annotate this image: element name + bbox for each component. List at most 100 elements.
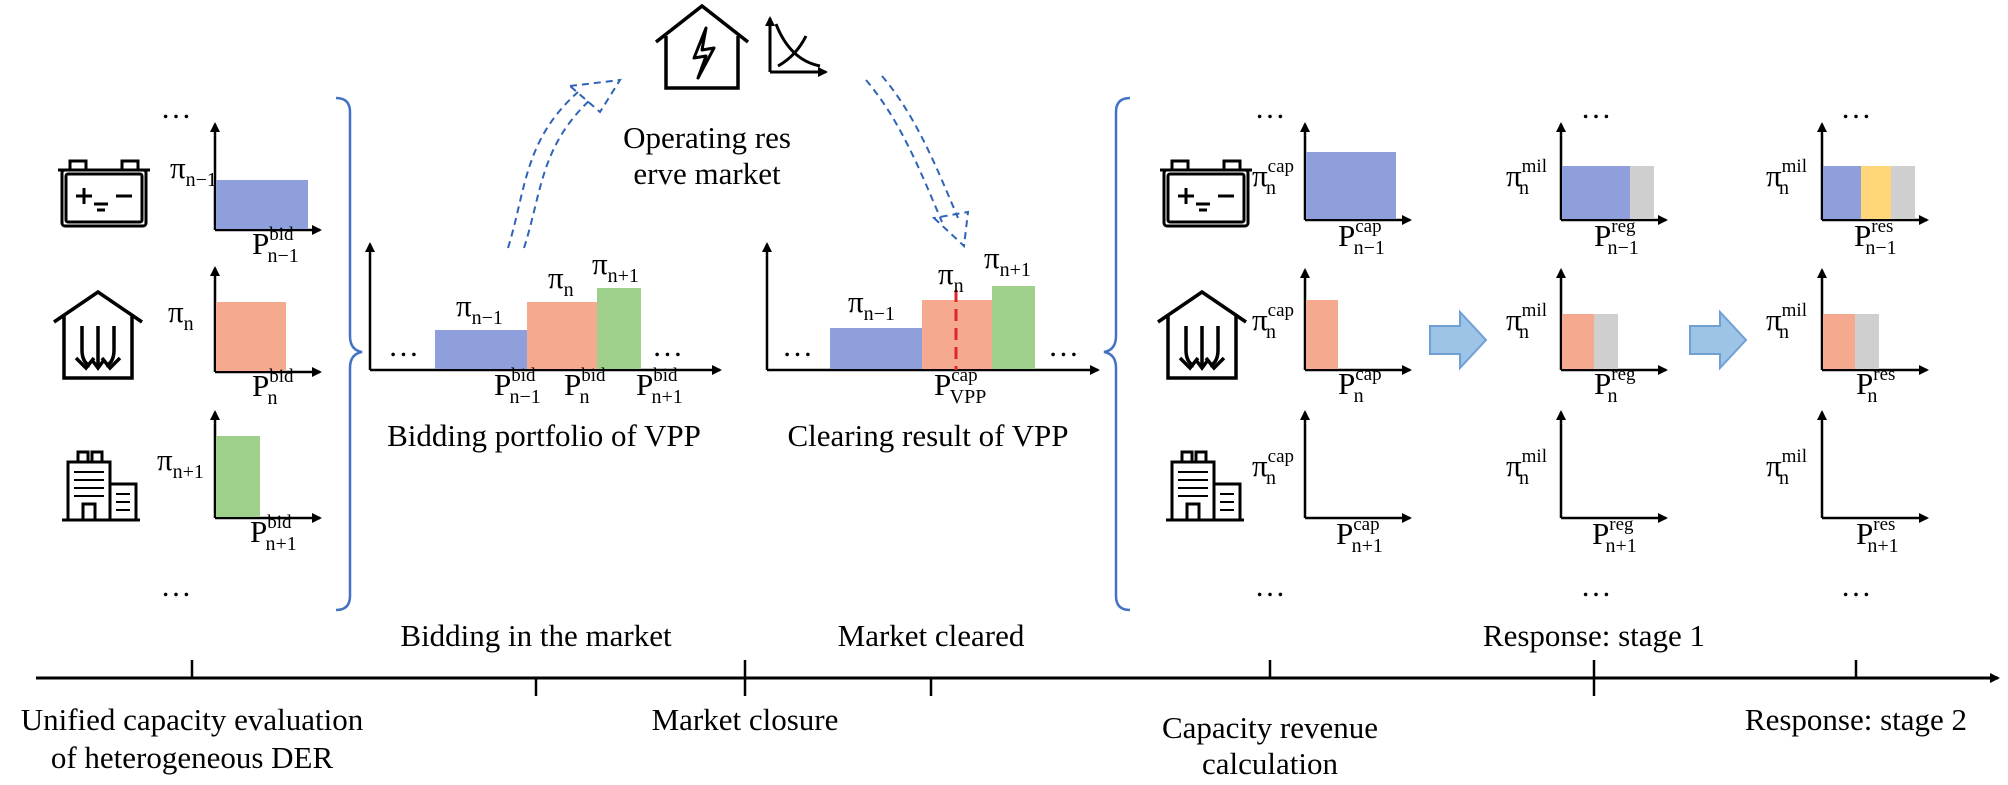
heat-pump-house-icon (53, 289, 143, 380)
clearing-return-arrow (865, 75, 970, 249)
res-bar-n-remaining (1855, 314, 1879, 369)
price-label-np1: πn+1 (157, 442, 204, 483)
label-cleared: Market cleared (838, 618, 1025, 653)
reg-bar-n-remaining (1594, 314, 1618, 369)
market-title-line2: erve market (633, 156, 781, 191)
label-unified-2: of heterogeneous DER (51, 740, 334, 775)
stage-arrow-2 (1689, 309, 1748, 371)
ellipsis-top: … (1581, 90, 1612, 125)
reg-bar-n (1562, 314, 1594, 369)
cleared-price-np1: πn+1 (984, 240, 1031, 281)
portfolio-price-nm1: πn−1 (456, 288, 503, 329)
price-label-nm1: πn−1 (170, 150, 217, 191)
portfolio-bar-nm1 (435, 330, 527, 369)
ellipsis-left: … (388, 328, 419, 363)
bid-bar-np1 (216, 436, 260, 517)
bidding-portfolio-title: Bidding portfolio of VPP (387, 418, 701, 453)
portfolio-bar-n (527, 302, 597, 369)
ellipsis-bottom: … (1581, 568, 1612, 603)
portfolio-bar-np1 (597, 288, 641, 369)
res-bar-n (1823, 314, 1855, 369)
ellipsis-top: … (161, 90, 192, 125)
ellipsis-right: … (652, 328, 683, 363)
battery-icon (1160, 159, 1252, 228)
battery-icon (58, 159, 150, 228)
portfolio-price-np1: πn+1 (592, 246, 639, 287)
bid-bar-n (216, 302, 286, 371)
ellipsis-bottom: … (1841, 568, 1872, 603)
heat-pump-house-icon (1157, 289, 1247, 380)
reg-bar-nm1-remaining (1630, 166, 1654, 219)
bid-bar-nm1 (216, 180, 308, 229)
bid-submission-arrow (507, 78, 622, 249)
timeline: Bidding in the market Market cleared Res… (21, 618, 2000, 781)
building-icon (62, 450, 140, 522)
cap-bar-nm1 (1306, 152, 1396, 219)
cleared-price-n: πn (938, 256, 964, 297)
ellipsis-left: … (782, 328, 813, 363)
res-bar-nm1-remaining (1891, 166, 1915, 219)
reg-bar-nm1 (1562, 166, 1630, 219)
cleared-bar-np1 (992, 286, 1035, 369)
label-capacity-1: Capacity revenue (1162, 710, 1378, 745)
res-bar-nm1-extra (1861, 166, 1891, 219)
label-bidding: Bidding in the market (400, 618, 672, 653)
right-bracket (1103, 96, 1131, 612)
cleared-price-nm1: πn−1 (848, 284, 895, 325)
cap-bar-n (1306, 300, 1338, 369)
market-header: Operating res erve market (507, 3, 970, 249)
res-bar-nm1 (1823, 166, 1861, 219)
portfolio-price-n: πn (548, 260, 574, 301)
label-closure: Market closure (652, 702, 839, 737)
market-title-line1: Operating res (623, 120, 791, 155)
ellipsis-top: … (1841, 90, 1872, 125)
ellipsis-bottom: … (161, 568, 192, 603)
lightning-house-icon (654, 3, 750, 90)
building-icon (1166, 450, 1244, 522)
label-unified-1: Unified capacity evaluation (21, 702, 364, 737)
price-curve-icon (765, 16, 828, 77)
ellipsis-bottom: … (1255, 568, 1286, 603)
clearing-result-title: Clearing result of VPP (788, 418, 1069, 453)
stage-arrow-1 (1429, 309, 1488, 371)
ellipsis-top: … (1255, 90, 1286, 125)
left-bracket (335, 96, 363, 612)
